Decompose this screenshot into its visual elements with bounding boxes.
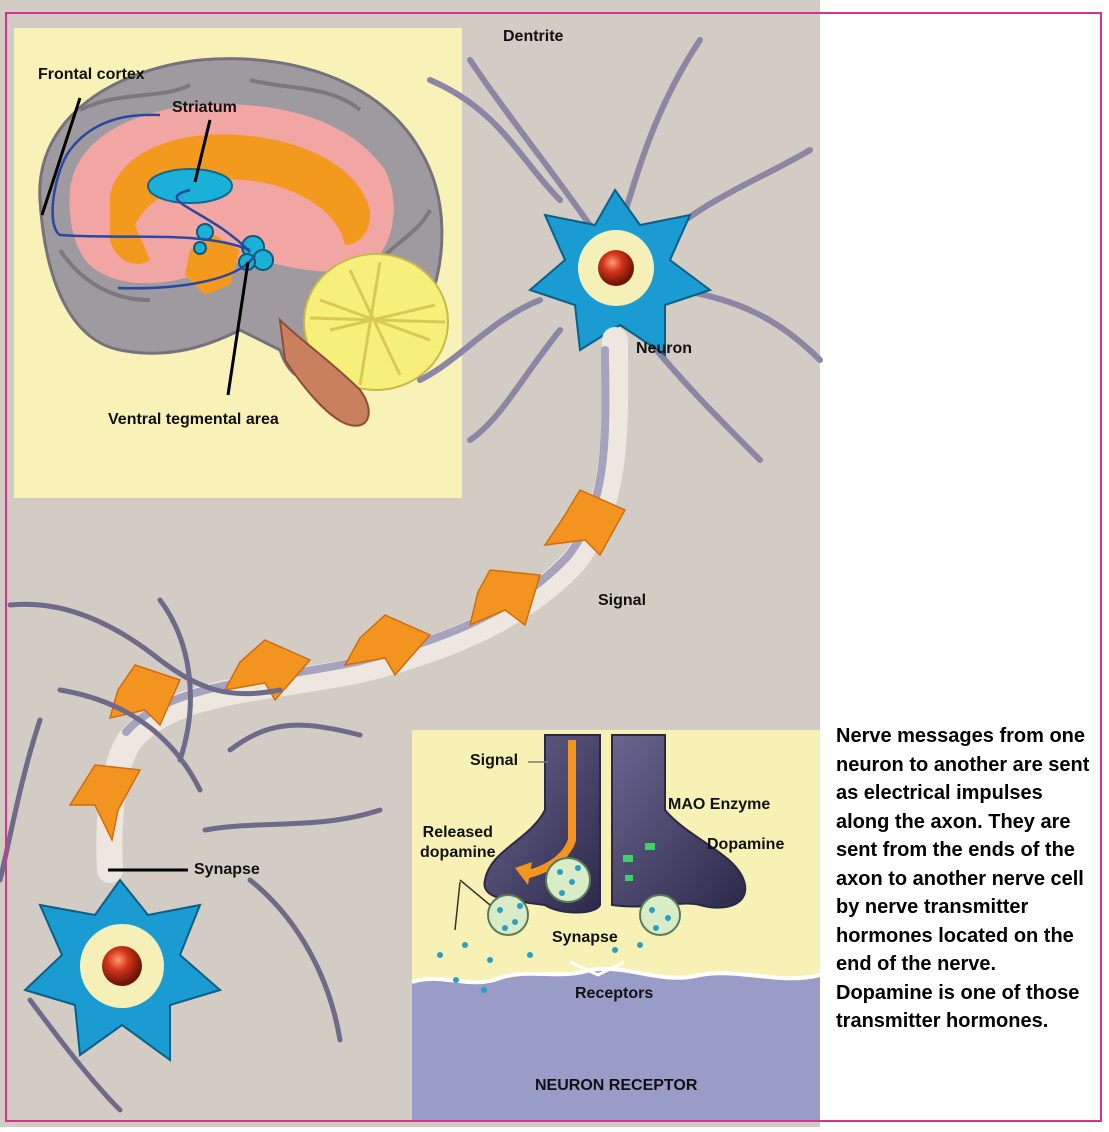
synapse-inset <box>412 730 820 1120</box>
label-neuron: Neuron <box>636 340 692 358</box>
vesicle <box>546 858 590 902</box>
label-released-dopamine-line2: dopamine <box>420 843 496 863</box>
label-striatum: Striatum <box>172 99 237 117</box>
label-neuron-receptor: NEURON RECEPTOR <box>535 1077 697 1095</box>
label-signal-main: Signal <box>598 592 646 610</box>
label-released-dopamine-line1: Released <box>420 823 496 843</box>
vesicle <box>488 895 528 935</box>
label-signal-inset: Signal <box>470 752 518 770</box>
label-dentrite: Dentrite <box>503 28 563 46</box>
label-receptors: Receptors <box>575 985 653 1003</box>
caption-text: Nerve messages from one neuron to anothe… <box>836 722 1098 1036</box>
vesicle <box>640 895 680 935</box>
label-frontal-cortex: Frontal cortex <box>38 66 145 84</box>
label-mao-enzyme: MAO Enzyme <box>668 796 770 814</box>
label-released-dopamine: Released dopamine <box>420 823 496 863</box>
striatum-region <box>148 169 232 203</box>
label-synapse-inset: Synapse <box>552 929 618 947</box>
label-ventral-tegmental-area: Ventral tegmental area <box>108 411 279 429</box>
label-dopamine: Dopamine <box>707 836 784 854</box>
label-synapse-left: Synapse <box>194 861 260 879</box>
